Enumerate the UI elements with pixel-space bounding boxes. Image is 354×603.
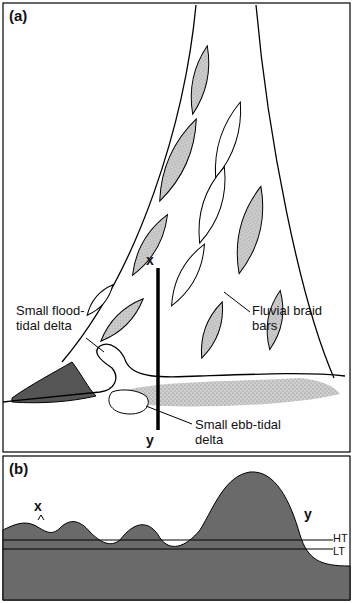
callout-label: Small ebb-tidal delta — [195, 418, 295, 448]
braid-bar — [229, 184, 270, 276]
high-tide-line — [3, 540, 333, 541]
section-end: y — [304, 506, 318, 522]
braid-bar — [83, 281, 116, 318]
ebb-delta-sand — [118, 378, 340, 407]
braid-bar — [191, 164, 233, 246]
ebb-tidal-delta — [109, 390, 148, 414]
leader-line — [86, 338, 104, 352]
x-marker — [38, 515, 44, 520]
section-end: x — [146, 252, 160, 268]
braid-bar — [151, 115, 204, 205]
low-tide-line — [3, 549, 333, 550]
tide-label: HT — [333, 532, 351, 545]
panel-letter: (a) — [9, 7, 39, 24]
tide-label: LT — [333, 545, 351, 558]
braid-bar — [126, 211, 174, 279]
braid-bar — [165, 240, 212, 309]
panel-letter: (b) — [9, 460, 39, 477]
section-end: x — [34, 498, 48, 514]
panel-frame — [3, 3, 350, 452]
callout-label: Fluvial braid bars — [252, 304, 326, 334]
profile — [3, 472, 350, 600]
panel-frame — [3, 456, 350, 600]
braid-bar — [195, 299, 229, 360]
section-line — [156, 268, 160, 430]
callout-label: Small flood-tidal delta — [16, 304, 88, 334]
coastline — [3, 344, 345, 402]
leader-line — [224, 292, 250, 312]
leader-line — [146, 406, 192, 424]
braid-bar — [208, 99, 248, 180]
section-end: y — [146, 432, 160, 448]
braid-bar — [186, 44, 214, 115]
